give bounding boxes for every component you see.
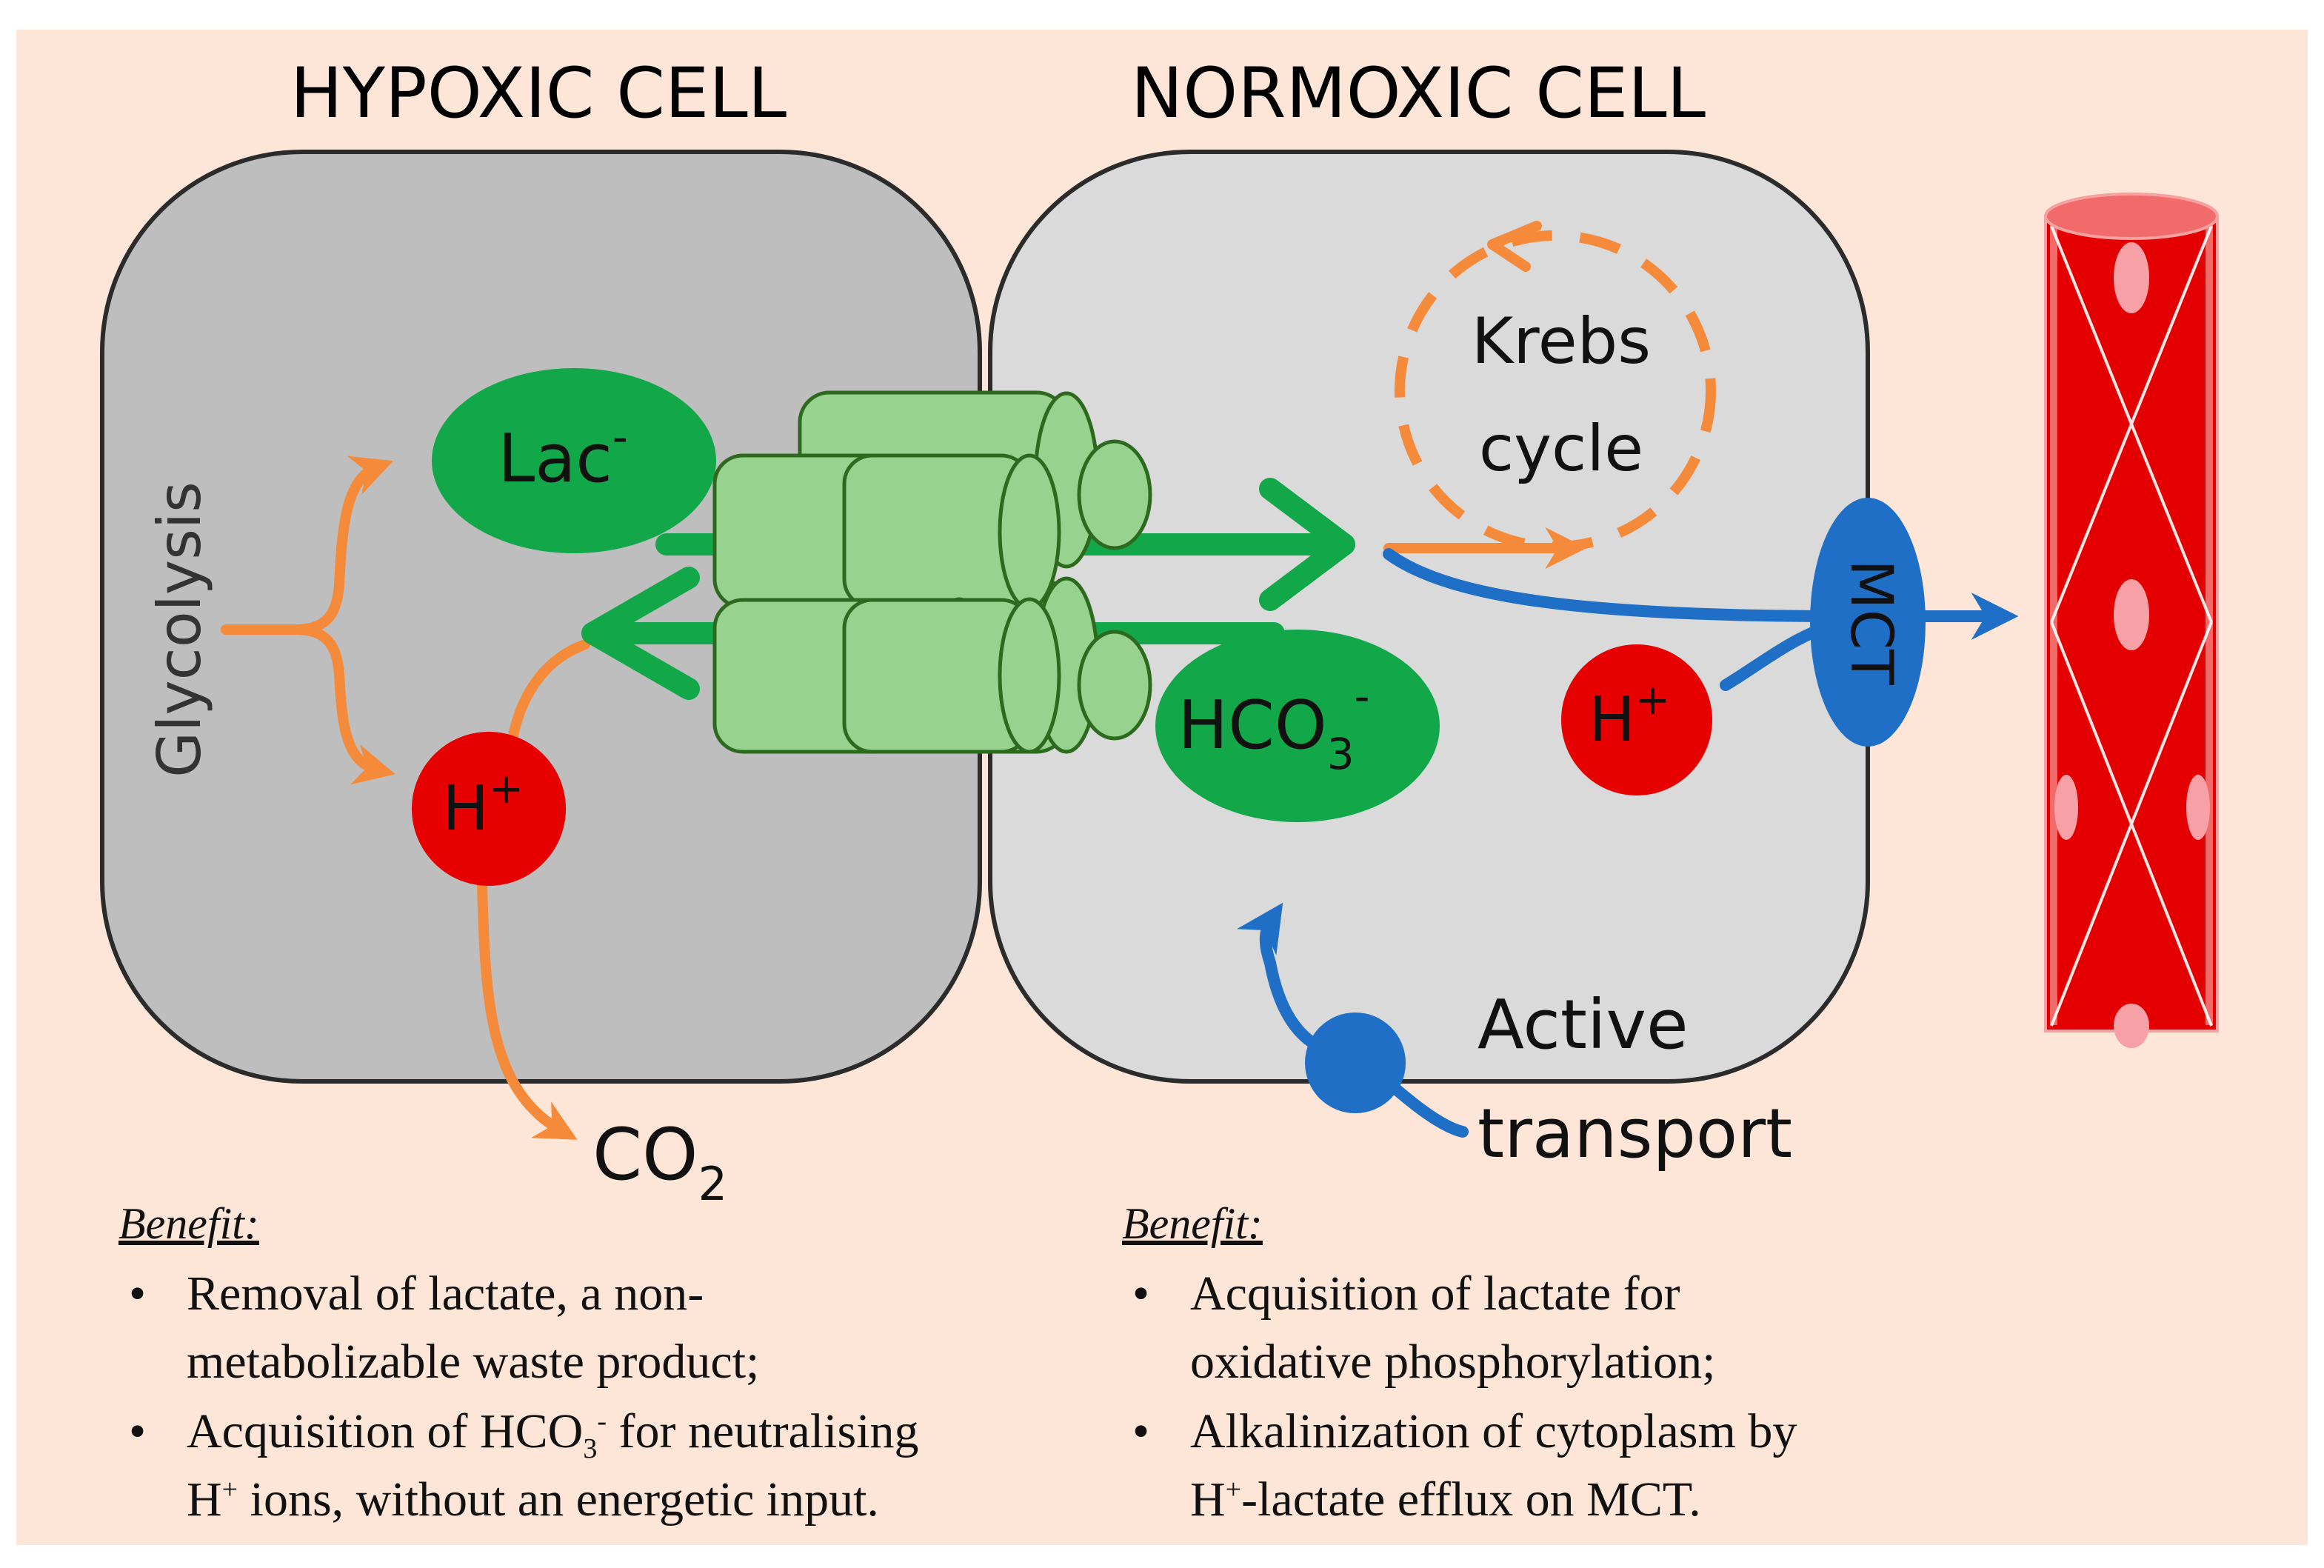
benefit-left-item-1-line-1: Removal of lactate, a non- — [187, 1267, 704, 1321]
active-transport-pump — [1237, 902, 1469, 1138]
benefit-right-item-1-line-1: Acquisition of lactate for — [1190, 1267, 1680, 1321]
bicarbonate-charge: - — [1355, 671, 1370, 721]
benefit-right-list: • Acquisition of lactate for oxidative p… — [1122, 1260, 2085, 1534]
benefit-left-list: • Removal of lactate, a non- metabolizab… — [118, 1260, 1111, 1534]
krebs-label-line1: Krebs — [1472, 304, 1651, 378]
lactate-charge: - — [612, 412, 628, 462]
benefit-right-item-2-line-1: Alkalinization of cytoplasm by — [1190, 1404, 1797, 1458]
benefit-left-item-2-post: for neutralising — [606, 1404, 919, 1458]
normoxic-cell-title: NORMOXIC CELL — [1131, 53, 1706, 134]
bicarbonate-subscript: 3 — [1327, 729, 1355, 779]
krebs-label-line2: cycle — [1479, 412, 1643, 486]
svg-text:H+: H+ — [442, 765, 524, 844]
bullet: • — [1132, 1267, 1150, 1321]
glycolysis-arrows — [221, 456, 395, 785]
hypoxic-cell-title: HYPOXIC CELL — [290, 53, 787, 134]
co2-base: CO — [592, 1113, 698, 1196]
benefit-left-item-1-line-2: metabolizable waste product; — [187, 1335, 760, 1389]
bicarbonate-ion: HCO3- — [1155, 630, 1440, 822]
active-transport-label-line2: transport — [1477, 1094, 1792, 1173]
benefit-left-item-2: • Acquisition of HCO3- for neutralising … — [118, 1398, 1111, 1534]
lactate-ion: Lac- — [432, 368, 716, 553]
transporter-channel — [712, 390, 1152, 754]
benefit-left: Benefit: • Removal of lactate, a non- me… — [118, 1198, 1111, 1535]
benefit-left-item-1: • Removal of lactate, a non- metabolizab… — [118, 1260, 1111, 1396]
krebs-cycle: Krebs cycle — [1395, 221, 1716, 552]
lactate-efflux-arrow — [1383, 548, 2019, 640]
co2-subscript: 2 — [698, 1157, 727, 1211]
benefit-right-item-1-line-2: oxidative phosphorylation; — [1190, 1335, 1716, 1389]
benefit-left-item-2-line-2-sup: + — [221, 1474, 238, 1505]
benefit-right: Benefit: • Acquisition of lactate for ox… — [1122, 1198, 2085, 1535]
lactate-label: Lac — [498, 420, 612, 498]
mct-label: MCT — [1837, 559, 1904, 685]
benefit-left-item-2-sub: 3 — [583, 1433, 598, 1465]
bullet: • — [129, 1404, 147, 1458]
svg-text:HCO3-: HCO3- — [1178, 671, 1369, 779]
mct-transporter: MCT — [1810, 498, 1926, 747]
benefit-left-item-2-line-2-post: ions, without an energetic input. — [238, 1472, 879, 1527]
benefit-right-item-2-line-2-base: H — [1190, 1472, 1226, 1527]
benefit-left-item-2-line-2-base: H — [187, 1472, 222, 1527]
blood-vessel — [2044, 193, 2219, 1048]
glycolysis-label: Glycolysis — [145, 481, 214, 778]
svg-text:Lac-: Lac- — [498, 412, 628, 498]
proton-ion-hypoxic: H+ — [412, 732, 566, 886]
proton-charge-normoxic: + — [1635, 676, 1670, 724]
proton-charge-hypoxic: + — [489, 765, 524, 813]
bullet: • — [129, 1267, 147, 1321]
active-transport-label-line1: Active — [1477, 985, 1689, 1064]
proton-label-normoxic: H — [1589, 683, 1635, 755]
benefit-right-heading: Benefit: — [1122, 1199, 1263, 1248]
svg-text:H+: H+ — [1589, 676, 1670, 755]
benefit-right-item-1: • Acquisition of lactate for oxidative p… — [1122, 1260, 2085, 1396]
benefit-left-item-2-pre: Acquisition of HCO — [187, 1404, 584, 1458]
proton-ion-normoxic: H+ — [1561, 644, 1712, 795]
bullet: • — [1132, 1404, 1150, 1458]
benefit-left-item-2-sup: - — [597, 1406, 607, 1437]
benefit-right-item-2-line-2-post: -lactate efflux on MCT. — [1241, 1472, 1701, 1527]
bicarbonate-label: HCO — [1178, 687, 1326, 764]
krebs-cycle-arrowhead — [1487, 221, 1542, 272]
benefit-right-item-2: • Alkalinization of cytoplasm by H+-lact… — [1122, 1398, 2085, 1534]
benefit-right-item-2-line-2-sup: + — [1225, 1474, 1242, 1505]
proton-arrows — [476, 639, 590, 1140]
benefit-left-heading: Benefit: — [118, 1199, 259, 1248]
co2-label: CO2 — [592, 1113, 727, 1211]
proton-label-hypoxic: H — [442, 772, 489, 844]
